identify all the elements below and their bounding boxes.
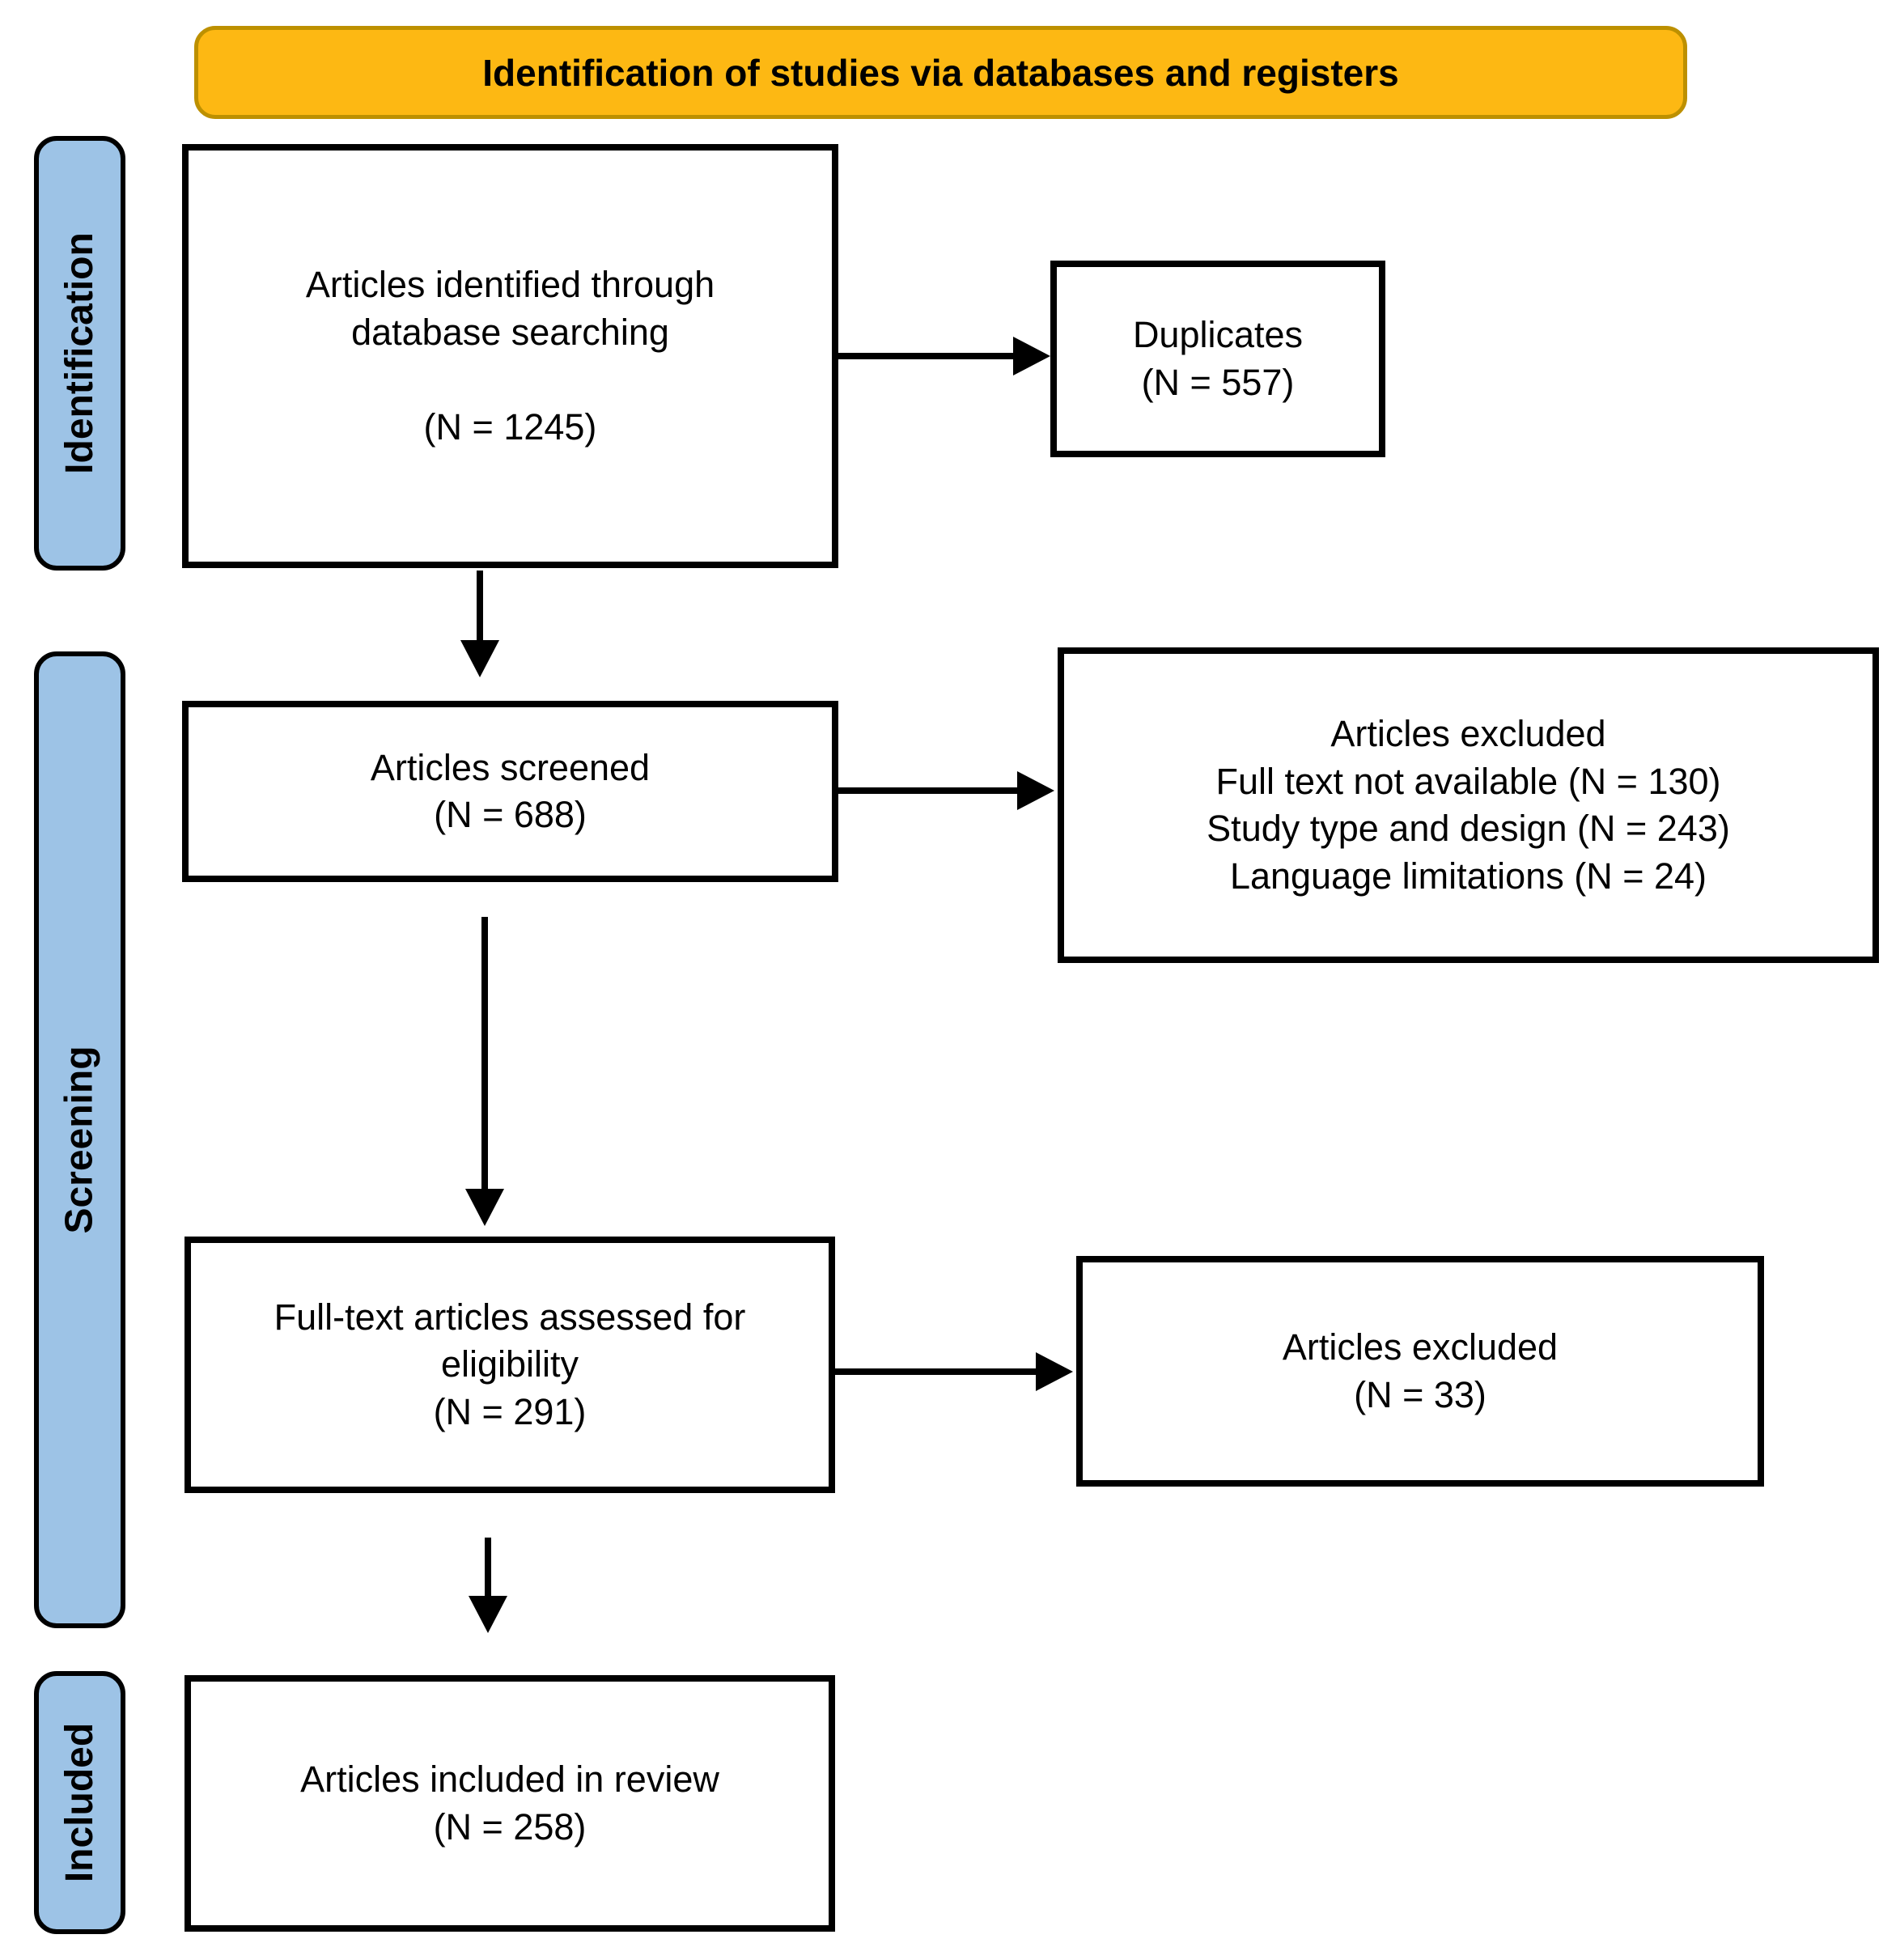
banner-title: Identification of studies via databases …: [482, 51, 1399, 94]
stage-label-included: Included: [34, 1671, 125, 1934]
arrow-fulltext-to-included: [485, 1538, 491, 1597]
box-duplicates-text: Duplicates (N = 557): [1132, 314, 1304, 403]
arrow-screened-to-excluded: [838, 787, 1019, 794]
arrow-screened-to-fulltext: [481, 917, 488, 1190]
box-articles-included-text: Articles included in review (N = 258): [300, 1758, 719, 1848]
box-articles-identified-text: Articles identified through database sea…: [305, 264, 715, 448]
box-articles-excluded-screening-text: Articles excluded Full text not availabl…: [1207, 713, 1730, 897]
stage-label-identification-text: Identification: [58, 232, 102, 474]
box-duplicates: Duplicates (N = 557): [1050, 261, 1385, 457]
box-articles-excluded-screening: Articles excluded Full text not availabl…: [1058, 647, 1879, 963]
stage-label-screening: Screening: [34, 651, 125, 1628]
box-articles-excluded-fulltext: Articles excluded (N = 33): [1076, 1256, 1764, 1487]
box-fulltext-assessed: Full-text articles assessed for eligibil…: [184, 1237, 835, 1493]
box-articles-identified: Articles identified through database sea…: [182, 144, 838, 568]
arrow-fulltext-to-excluded: [835, 1368, 1037, 1375]
banner-identification-of-studies: Identification of studies via databases …: [194, 26, 1687, 119]
box-articles-screened: Articles screened (N = 688): [182, 701, 838, 882]
box-articles-included: Articles included in review (N = 258): [184, 1675, 835, 1932]
arrow-identified-to-screened: [477, 571, 483, 642]
box-articles-excluded-fulltext-text: Articles excluded (N = 33): [1282, 1326, 1559, 1415]
arrow-identified-to-duplicates: [838, 353, 1015, 359]
stage-label-identification: Identification: [34, 136, 125, 571]
box-fulltext-assessed-text: Full-text articles assessed for eligibil…: [274, 1296, 746, 1432]
stage-label-screening-text: Screening: [58, 1046, 102, 1234]
box-articles-screened-text: Articles screened (N = 688): [370, 746, 651, 836]
stage-label-included-text: Included: [58, 1722, 101, 1883]
